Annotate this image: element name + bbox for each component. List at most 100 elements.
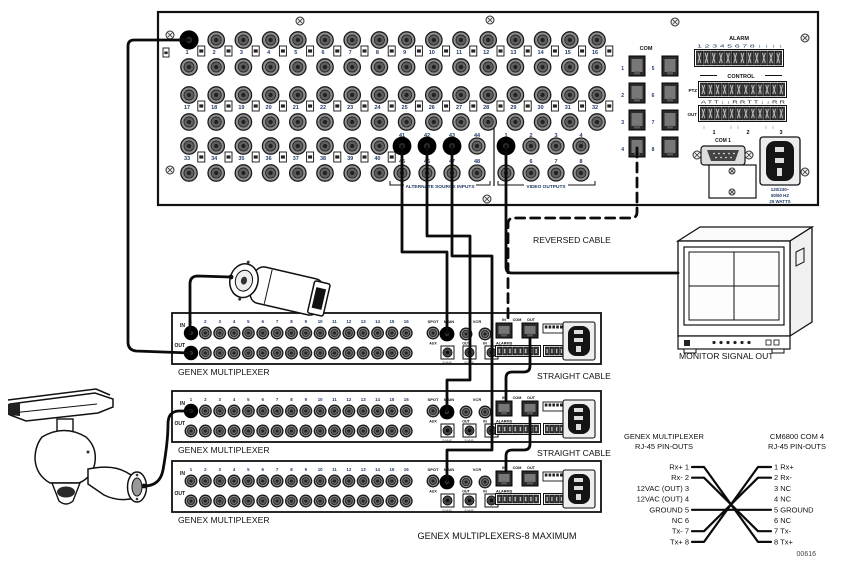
rj45-jack — [495, 470, 513, 487]
bnc-connector — [256, 346, 270, 360]
label: 50/60 HZ — [771, 193, 789, 198]
channel-number: 12 — [346, 319, 351, 324]
bnc-connector — [399, 346, 413, 360]
bnc-connector — [213, 404, 227, 418]
rj45-jack — [661, 136, 679, 158]
channel-number: 3 — [218, 319, 221, 324]
max-multiplexers-note: GENEX MULTIPLEXERS-8 MAXIMUM — [417, 531, 576, 541]
bnc-connector — [316, 58, 334, 76]
ptz-camera — [7, 388, 148, 505]
label: OUT — [527, 466, 536, 470]
mux-power-inlet — [562, 399, 596, 439]
bnc-connector — [343, 58, 362, 76]
label: IN — [180, 471, 185, 477]
bnc-connector — [270, 424, 284, 438]
rj45-jack — [661, 55, 679, 77]
label: OUT — [462, 420, 470, 424]
channel-number: 1 — [190, 467, 193, 472]
pinout-left-pin: Rx- 2 — [671, 473, 689, 482]
channel-number: 2 — [204, 467, 207, 472]
bnc-connector — [313, 404, 327, 418]
label: IN — [502, 396, 506, 400]
bnc-connector — [328, 326, 341, 340]
ground-arrow: ↓ — [772, 125, 775, 131]
rj45-jack — [661, 82, 679, 104]
bnc-connector — [342, 424, 356, 438]
bnc-connector — [299, 474, 313, 488]
label: ALARMS — [496, 490, 513, 494]
bnc-connector — [234, 113, 253, 131]
input-number: 2 — [213, 50, 216, 56]
label: 4 — [579, 133, 583, 139]
bnc-connector — [313, 346, 327, 360]
bnc-connector — [479, 31, 498, 49]
input-number: 3 — [240, 50, 243, 56]
label: MAIN — [444, 319, 454, 324]
mux-power-inlet — [562, 469, 596, 509]
channel-number: 14 — [375, 397, 380, 402]
bnc-connector — [285, 346, 298, 360]
label: 3 — [621, 120, 624, 126]
pinout-wire — [690, 465, 773, 543]
figure-number: 00616 — [797, 551, 817, 558]
channel-number: 11 — [332, 319, 337, 324]
label: OUT — [174, 343, 185, 349]
terminal-strip — [495, 345, 541, 357]
svhs-connector — [462, 493, 477, 508]
bnc-connector — [313, 326, 327, 340]
bnc-connector — [572, 164, 590, 182]
bnc-connector — [234, 164, 253, 182]
bnc-connector — [288, 164, 307, 182]
bnc-connector — [227, 494, 241, 508]
label: 1 2 3 4 5 6 7 8 ↓ ↓ ↓ ↓ — [697, 44, 783, 50]
bnc-connector — [560, 113, 579, 131]
input-number: 20 — [266, 105, 272, 111]
label: SPOT — [428, 319, 439, 324]
bullet-camera-cable — [188, 274, 232, 335]
pinout-right-pin: 7 Tx- — [774, 527, 791, 536]
screw — [485, 15, 495, 25]
ground-arrow: ↓ — [703, 125, 706, 131]
bnc-connector — [198, 346, 212, 360]
bnc-connector — [234, 58, 253, 76]
bnc-connector — [547, 137, 565, 155]
label: OUT — [688, 112, 698, 117]
channel-number: 16 — [404, 319, 409, 324]
bnc-connector — [452, 58, 470, 76]
screw — [482, 194, 492, 204]
cabling — [126, 38, 680, 489]
input-number: 23 — [347, 105, 353, 111]
input-number: 11 — [456, 50, 462, 56]
bnc-connector — [370, 137, 389, 155]
bnc-connector — [313, 474, 327, 488]
alt-input-41-to-mux1-main — [400, 144, 449, 335]
bnc-connector — [241, 424, 255, 438]
label: IN — [180, 323, 185, 329]
terminal-strip — [698, 81, 787, 98]
bnc-connector — [241, 326, 255, 340]
label: MAIN — [444, 467, 454, 472]
bnc-connector — [285, 404, 298, 418]
label: A T T ↓ ↓ R R T T ↓ ↓ R R — [701, 100, 785, 105]
bnc-connector — [316, 86, 334, 104]
bnc-connector — [479, 86, 498, 104]
bnc-connector — [342, 474, 356, 488]
label: OUT — [527, 396, 536, 400]
bnc-connector — [399, 474, 413, 488]
straight-cable-2 — [504, 414, 532, 473]
input-number: 22 — [320, 105, 326, 111]
bnc-connector — [207, 137, 226, 155]
straight-cable-label: STRAIGHT CABLE — [537, 371, 611, 381]
label: 2 — [746, 130, 749, 136]
bnc-connector — [399, 326, 413, 340]
channel-number: 4 — [233, 397, 236, 402]
svhs-connector — [440, 345, 455, 360]
bnc-connector — [256, 404, 270, 418]
bnc-connector — [261, 137, 280, 155]
pinout-left-pin: GROUND 5 — [649, 505, 689, 514]
bnc-connector — [459, 405, 473, 419]
bnc-connector — [241, 474, 255, 488]
label: OUT — [527, 318, 536, 322]
